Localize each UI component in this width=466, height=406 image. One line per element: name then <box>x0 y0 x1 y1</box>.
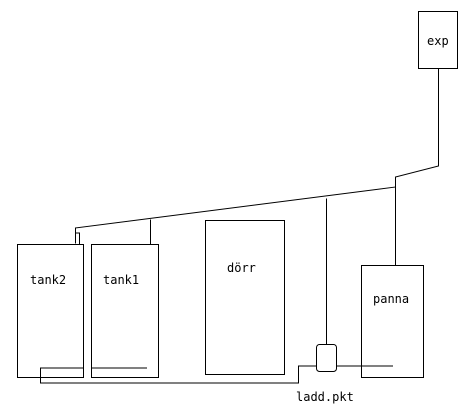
door-label: dörr <box>227 261 256 275</box>
tank2-supply-stub <box>75 232 80 245</box>
charging-unit-label: ladd.pkt <box>296 390 354 404</box>
charging-unit: ladd.pkt <box>296 344 354 404</box>
expansion-pipe <box>395 68 439 266</box>
boiler: panna <box>361 265 424 378</box>
tank2: tank2 <box>17 244 84 378</box>
tank2-label: tank2 <box>30 273 66 287</box>
door: dörr <box>205 220 285 375</box>
tank1: tank1 <box>91 244 159 378</box>
boiler-label: panna <box>373 292 409 306</box>
expansion-vessel-label: exp <box>427 34 449 48</box>
main-return-pipe <box>40 365 317 384</box>
tank1-label: tank1 <box>103 273 139 287</box>
main-manifold-pipe <box>74 186 397 229</box>
expansion-vessel: exp <box>418 11 458 69</box>
